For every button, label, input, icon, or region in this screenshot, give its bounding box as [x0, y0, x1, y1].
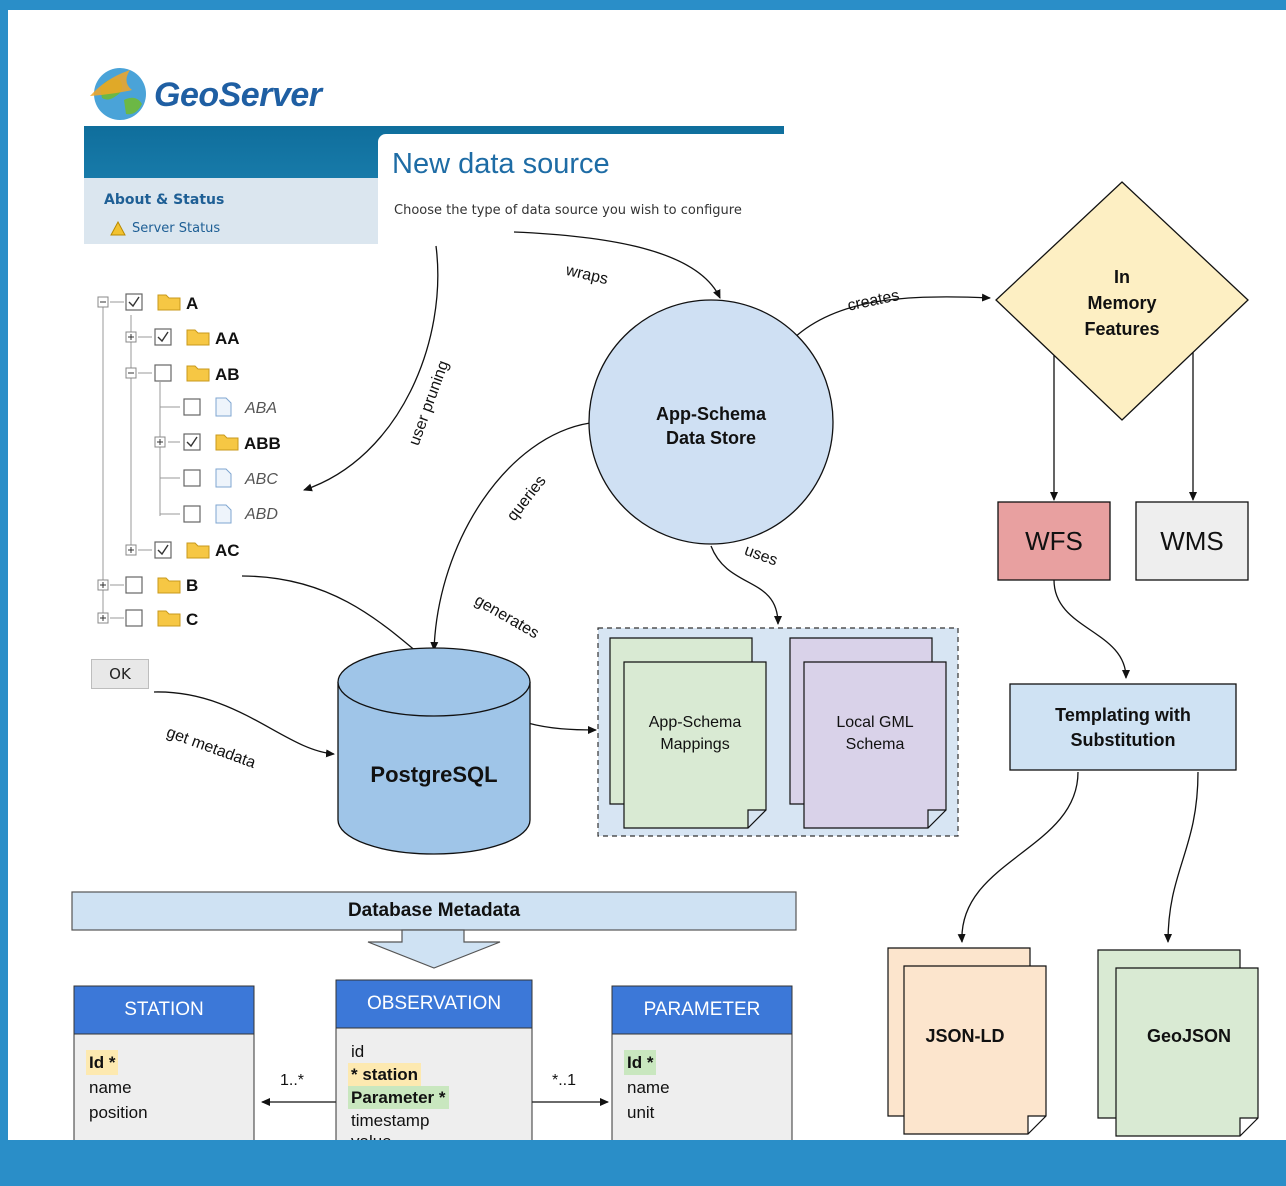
geoserver-globe-icon [90, 68, 146, 120]
document-stacks [609, 637, 1259, 1137]
geoserver-logo-text: GeoServer [154, 76, 322, 114]
checkbox-input[interactable] [154, 541, 172, 559]
station-row: Id * [86, 1050, 119, 1075]
templating-box [1009, 683, 1237, 771]
checkbox-input[interactable] [183, 433, 201, 451]
templating-label: Templating with Substitution [1055, 705, 1191, 750]
checkbox-input[interactable] [125, 609, 143, 627]
observation-row: id [351, 1042, 365, 1061]
tree-item-label: B [186, 576, 199, 595]
edge-templating-jsonld [957, 771, 1079, 943]
observation-row: Parameter * [348, 1086, 449, 1109]
station-row: name [89, 1078, 132, 1097]
geoserver-content-panel [378, 134, 784, 244]
jsonld-label: JSON-LD [925, 1026, 1005, 1046]
wfs-label: WFS [1025, 526, 1083, 556]
file-icon [215, 397, 232, 417]
parameter-row: unit [627, 1103, 655, 1122]
warning-icon [110, 221, 126, 236]
parameter-table [611, 985, 793, 1140]
station-table [73, 985, 255, 1140]
tree-item-label: AA [215, 329, 240, 348]
checkbox-input[interactable] [154, 328, 172, 346]
sidebar-item-server-status[interactable]: Server Status [132, 221, 221, 236]
sidebar-heading: About & Status [104, 192, 225, 208]
checkbox-input[interactable] [154, 364, 172, 382]
relation-label-left: 1..* [280, 1072, 305, 1089]
tree-item-label: AB [215, 365, 240, 384]
checkbox-input[interactable] [125, 293, 143, 311]
tree-item-label: A [186, 294, 199, 313]
diagram-canvas: GeoServer New data source Choose the typ… [8, 10, 1286, 1140]
geojson-doc-front [1115, 967, 1259, 1137]
diagram-svg [71, 181, 1259, 1140]
observation-table-header: OBSERVATION [366, 993, 502, 1014]
metadata-down-arrow [367, 929, 501, 969]
station-row: position [89, 1103, 148, 1122]
observation-row: * station [348, 1063, 422, 1086]
page-title: New data source [392, 148, 610, 180]
checkmark-icon [128, 296, 140, 308]
ok-button[interactable]: OK [91, 659, 149, 689]
checkbox-input[interactable] [125, 576, 143, 594]
metadata-banner-label: Database Metadata [347, 900, 521, 921]
file-icon [215, 504, 232, 524]
observation-row: value [348, 1131, 395, 1140]
tree-item-label: C [186, 610, 199, 629]
postgres-cylinder [337, 647, 531, 855]
parameter-row: Id * [624, 1050, 657, 1075]
page-subtitle: Choose the type of data source you wish … [394, 203, 742, 218]
parameter-table-header: PARAMETER [643, 999, 761, 1020]
gml-schema-label: Local GML Schema [836, 714, 914, 753]
postgres-label: PostgreSQL [370, 762, 498, 787]
wms-label: WMS [1160, 526, 1224, 556]
edge-templating-geojson [1164, 771, 1199, 943]
folder-icon [157, 577, 181, 594]
tree-icons [97, 293, 239, 627]
checkbox-input[interactable] [183, 398, 201, 416]
mappings-label: App-Schema Mappings [648, 714, 742, 753]
wms-box [1135, 501, 1249, 581]
wfs-box [997, 501, 1111, 581]
mapping-doc-front [623, 661, 767, 829]
station-table-header: STATION [124, 999, 204, 1020]
folder-icon [186, 365, 210, 382]
tree-guides [102, 301, 180, 619]
file-icon [215, 468, 232, 488]
tree-item-label: ABD [245, 506, 278, 523]
app-schema-store-label: App-Schema Data Store [655, 404, 767, 448]
parameter-row: name [627, 1078, 670, 1097]
edge-uses [710, 545, 782, 625]
folder-icon [186, 542, 210, 559]
edge-get-metadata [153, 691, 335, 758]
relation-label-right: *..1 [552, 1072, 577, 1089]
tree-item-label: ABA [245, 400, 278, 417]
checkbox-input[interactable] [183, 505, 201, 523]
checkmark-icon [186, 436, 198, 448]
app-schema-store-circle [588, 299, 834, 545]
tree-item-label: ABC [245, 471, 278, 488]
folder-icon [186, 329, 210, 346]
folder-icon [215, 434, 239, 451]
in-memory-diamond [995, 181, 1249, 421]
observation-row: timestamp [351, 1111, 430, 1130]
edge-queries [430, 422, 591, 651]
folder-icon [157, 610, 181, 627]
folder-icon [157, 294, 181, 311]
checkmark-icon [157, 331, 169, 343]
tree-item-label: ABB [244, 434, 281, 453]
jsonld-doc-front [903, 965, 1047, 1135]
tree-item-label: AC [215, 541, 240, 560]
in-memory-label: In Memory Features [1084, 267, 1160, 339]
edge-creates [793, 293, 991, 339]
geojson-label: GeoJSON [1146, 1026, 1232, 1046]
schema-doc-front [803, 661, 947, 829]
checkmark-icon [157, 544, 169, 556]
geoserver-sidebar [84, 178, 378, 244]
edge-wraps [513, 231, 721, 299]
edge-wfs-templating [1053, 579, 1130, 679]
checkbox-input[interactable] [183, 469, 201, 487]
edge-user-pruning [303, 245, 439, 492]
